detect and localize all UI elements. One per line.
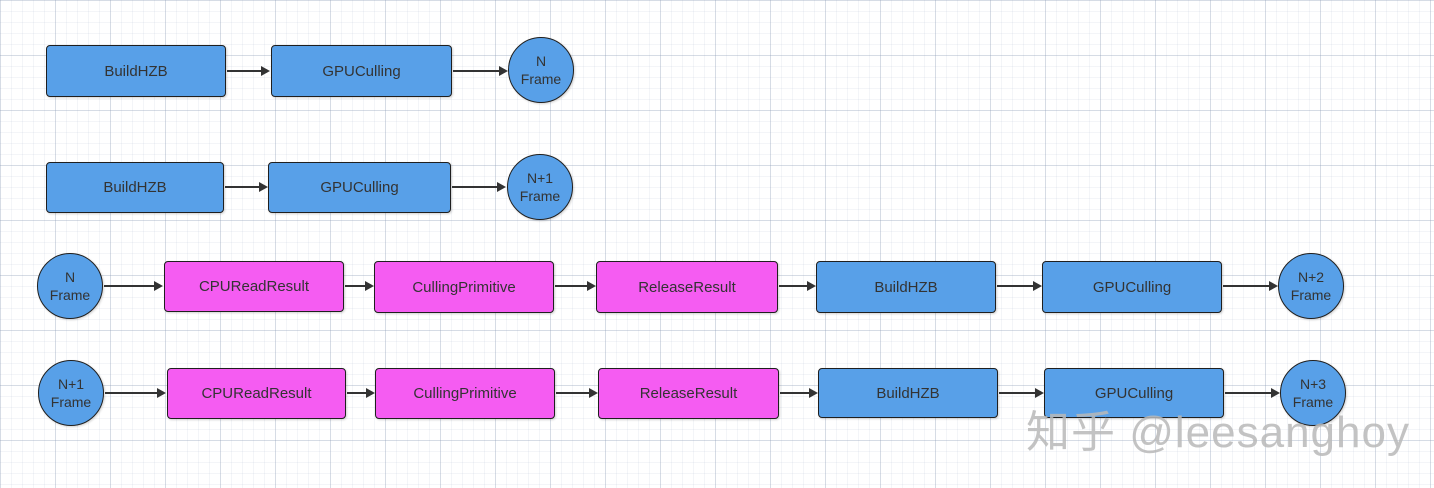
frame-sublabel: Frame <box>50 394 92 410</box>
frame-sublabel: Frame <box>1292 394 1334 410</box>
flow-arrow <box>556 388 598 398</box>
process-node-releaseresult: ReleaseResult <box>598 368 779 419</box>
frame-sublabel: Frame <box>49 287 91 303</box>
process-node-buildhzb: BuildHZB <box>818 368 998 418</box>
process-node-buildhzb: BuildHZB <box>46 45 226 97</box>
process-node-cullingprimitive: CullingPrimitive <box>374 261 554 313</box>
flow-arrow <box>779 281 816 291</box>
process-node-gpuculling: GPUCulling <box>1044 368 1224 418</box>
flow-arrow <box>105 388 166 398</box>
frame-node-n1: N+1 Frame <box>507 154 573 220</box>
flow-arrow <box>997 281 1042 291</box>
process-node-cpureadresult: CPUReadResult <box>167 368 346 419</box>
frame-sublabel: Frame <box>1290 287 1332 303</box>
flow-arrow <box>555 281 596 291</box>
frame-label: N+1 <box>526 169 554 186</box>
flow-arrow <box>345 281 374 291</box>
frame-label: N <box>64 268 76 285</box>
flow-arrow <box>225 182 268 192</box>
flow-arrow <box>1225 388 1280 398</box>
flow-arrow <box>227 66 270 76</box>
frame-node-n2: N+2 Frame <box>1278 253 1344 319</box>
process-node-buildhzb: BuildHZB <box>816 261 996 313</box>
watermark: 知乎 @leesanghoy <box>1026 408 1410 457</box>
process-node-gpuculling: GPUCulling <box>268 162 451 213</box>
frame-node-n: N Frame <box>37 253 103 319</box>
flow-arrow <box>453 66 508 76</box>
frame-sublabel: Frame <box>519 188 561 204</box>
frame-label: N+1 <box>57 375 85 392</box>
flow-arrow <box>780 388 818 398</box>
process-node-buildhzb: BuildHZB <box>46 162 224 213</box>
process-node-gpuculling: GPUCulling <box>1042 261 1222 313</box>
process-node-cullingprimitive: CullingPrimitive <box>375 368 555 419</box>
flow-arrow <box>1223 281 1278 291</box>
frame-node-n3: N+3 Frame <box>1280 360 1346 426</box>
process-node-releaseresult: ReleaseResult <box>596 261 778 313</box>
flow-arrow <box>999 388 1044 398</box>
flow-arrow <box>347 388 375 398</box>
process-node-cpureadresult: CPUReadResult <box>164 261 344 312</box>
frame-node-n: N Frame <box>508 37 574 103</box>
process-node-gpuculling: GPUCulling <box>271 45 452 97</box>
frame-label: N <box>535 52 547 69</box>
frame-node-n1: N+1 Frame <box>38 360 104 426</box>
frame-sublabel: Frame <box>520 71 562 87</box>
frame-label: N+2 <box>1297 268 1325 285</box>
frame-label: N+3 <box>1299 375 1327 392</box>
flow-arrow <box>452 182 506 192</box>
flow-arrow <box>104 281 163 291</box>
